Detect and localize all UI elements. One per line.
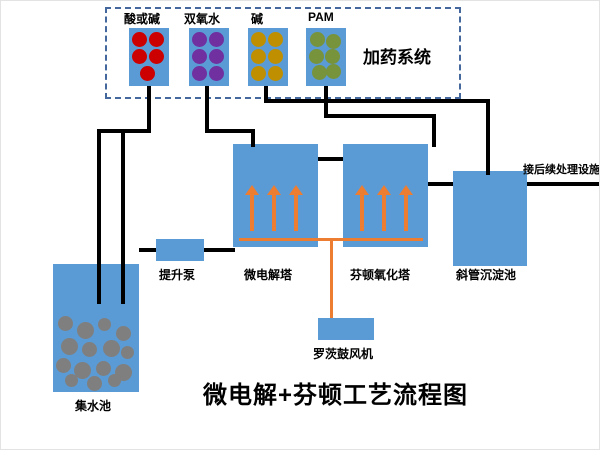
outlet-note: 接后续处理设施 — [523, 164, 600, 176]
pipe-into-collection-tank-1 — [97, 129, 101, 304]
micro-electrolysis-tower-label: 微电解塔 — [244, 268, 293, 282]
air-line-from-blower — [330, 238, 333, 318]
chemical-dot — [251, 32, 266, 47]
air-up-arrow-icon — [399, 185, 413, 231]
collection-tank-label: 集水池 — [75, 399, 112, 413]
sludge-dot — [121, 346, 134, 359]
lift-pump-label: 提升泵 — [159, 268, 196, 282]
sludge-dot — [108, 374, 121, 387]
sludge-dot — [98, 318, 111, 331]
diagram-title: 微电解+芬顿工艺流程图 — [203, 382, 469, 409]
sludge-dot — [116, 326, 131, 341]
chemical-dot — [309, 49, 324, 64]
chemical-dot — [192, 49, 207, 64]
pipe-outlet — [527, 182, 599, 186]
pipe-alkali-down — [264, 86, 268, 103]
chemical-dot — [209, 32, 224, 47]
chemical-dot — [209, 66, 224, 81]
chemical-dot — [192, 66, 207, 81]
pipe-tower-to-fenton — [318, 157, 343, 161]
pipe-pump-to-tower — [204, 248, 235, 252]
sludge-dot — [61, 338, 78, 355]
sludge-dot — [82, 342, 97, 357]
chemical-dot — [325, 49, 340, 64]
sludge-dot — [96, 361, 111, 376]
sedimentation-tank — [453, 171, 527, 266]
sludge-dot — [74, 362, 91, 379]
sludge-dot — [58, 316, 73, 331]
air-up-arrow-icon — [355, 185, 369, 231]
sludge-dot — [77, 322, 94, 339]
air-up-arrow-icon — [377, 185, 391, 231]
chemical-dot — [149, 49, 164, 64]
chemical-dot — [326, 34, 341, 49]
pipe-alkali-horizontal — [264, 99, 490, 103]
pipe-into-sedimentation — [486, 99, 490, 175]
dosing-tank-label-h2o2: 双氧水 — [184, 12, 221, 26]
collection-tank — [53, 264, 139, 392]
pipe-pam-horizontal — [324, 114, 436, 118]
chemical-dot — [268, 32, 283, 47]
pipe-into-collection-tank-2 — [121, 129, 125, 304]
pipe-tank-to-pump — [139, 248, 156, 252]
chemical-dot — [132, 49, 147, 64]
pipe-h2o2-into-tower — [251, 129, 255, 147]
dosing-tank-label-alkali: 碱 — [251, 12, 264, 26]
chemical-dot — [268, 66, 283, 81]
roots-blower-label: 罗茨鼓风机 — [313, 347, 374, 361]
sludge-dot — [103, 340, 120, 357]
pipe-h2o2-down — [205, 86, 209, 133]
pipe-pam-down — [324, 86, 328, 118]
lift-pump — [156, 239, 204, 261]
dosing-tank-alkali — [248, 28, 288, 86]
dosing-system-label: 加药系统 — [363, 48, 431, 67]
chemical-dot — [326, 64, 341, 79]
chemical-dot — [312, 65, 327, 80]
pipe-acid-down — [147, 86, 151, 133]
roots-blower — [318, 318, 374, 340]
dosing-tank-pam — [306, 28, 346, 86]
pipe-fenton-to-sedimentation — [428, 182, 453, 186]
chemical-dot — [192, 32, 207, 47]
chemical-dot — [251, 66, 266, 81]
sludge-dot — [87, 376, 102, 391]
dosing-tank-h2o2 — [189, 28, 229, 86]
chemical-dot — [140, 66, 155, 81]
dosing-tank-acid-alkali — [129, 28, 169, 86]
dosing-tank-label-pam: PAM — [308, 10, 334, 24]
chemical-dot — [132, 32, 147, 47]
chemical-dot — [251, 49, 266, 64]
sludge-dot — [65, 374, 78, 387]
sedimentation-tank-label: 斜管沉淀池 — [456, 268, 517, 282]
pipe-pam-into-fenton — [432, 114, 436, 147]
dosing-tank-label-acid-alkali: 酸或碱 — [124, 12, 161, 26]
air-up-arrow-icon — [289, 185, 303, 231]
air-up-arrow-icon — [267, 185, 281, 231]
chemical-dot — [149, 32, 164, 47]
fenton-oxidation-tower-label: 芬顿氧化塔 — [350, 268, 411, 282]
dosing-system-box — [105, 7, 461, 99]
pipe-h2o2-horizontal — [205, 129, 255, 133]
chemical-dot — [310, 32, 325, 47]
chemical-dot — [209, 49, 224, 64]
sludge-dot — [56, 358, 71, 373]
air-up-arrow-icon — [245, 185, 259, 231]
chemical-dot — [268, 49, 283, 64]
